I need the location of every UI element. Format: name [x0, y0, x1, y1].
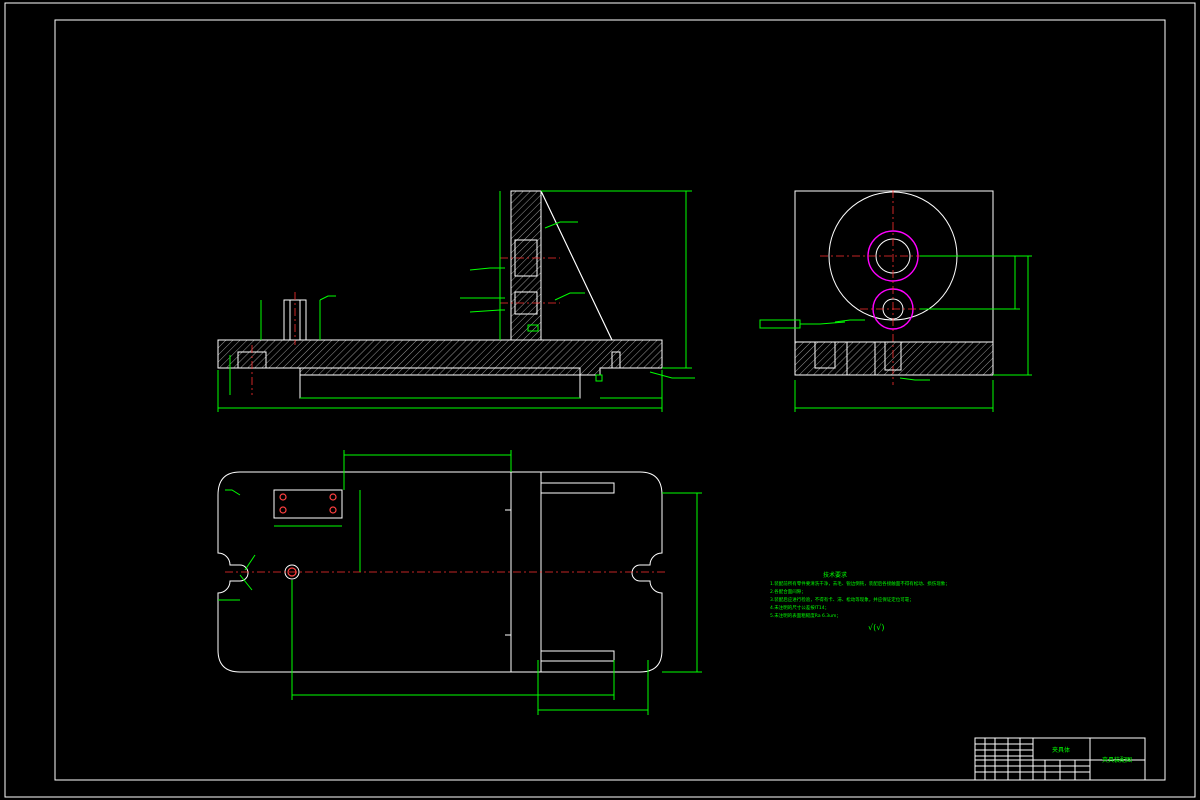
- locating-block: [273, 489, 343, 519]
- tech-req-line-5: 5.未注明的表面粗糙度Ra 6.3um；: [770, 612, 841, 619]
- tech-req-line-3: 3.装配后应进行检验，不得有卡、滞、松动等现象，并应保证定位可靠；: [770, 596, 914, 603]
- side-view: [759, 190, 1032, 412]
- front-section-view: [217, 190, 695, 412]
- tech-req-line-4: 4.未注明的尺寸公差按IT14；: [770, 604, 829, 611]
- tech-req-title: 技术要求: [823, 571, 847, 579]
- technical-requirements: 技术要求 1.装配前所有零件要清洗干净，去毛、锐边倒钝，装配后各接触面不得有松动…: [770, 571, 950, 632]
- tech-req-line-1: 1.装配前所有零件要清洗干净，去毛、锐边倒钝，装配后各接触面不得有松动、损伤现象…: [770, 580, 950, 587]
- roughness-symbol: √(√): [868, 623, 884, 632]
- part-name: 夹具体: [1052, 746, 1070, 754]
- base-plate-outline: [217, 471, 663, 673]
- top-view: [217, 450, 702, 715]
- base-plate-section: [217, 339, 663, 376]
- inner-frame: [54, 19, 1166, 781]
- tech-req-line-2: 2.各配合面间隙；: [770, 588, 806, 595]
- upright-section: [510, 190, 542, 341]
- drawing-name: 夹具装配图: [1102, 756, 1132, 764]
- title-block: 夹具体 夹具装配图: [974, 737, 1146, 781]
- outer-frame: [4, 2, 1196, 798]
